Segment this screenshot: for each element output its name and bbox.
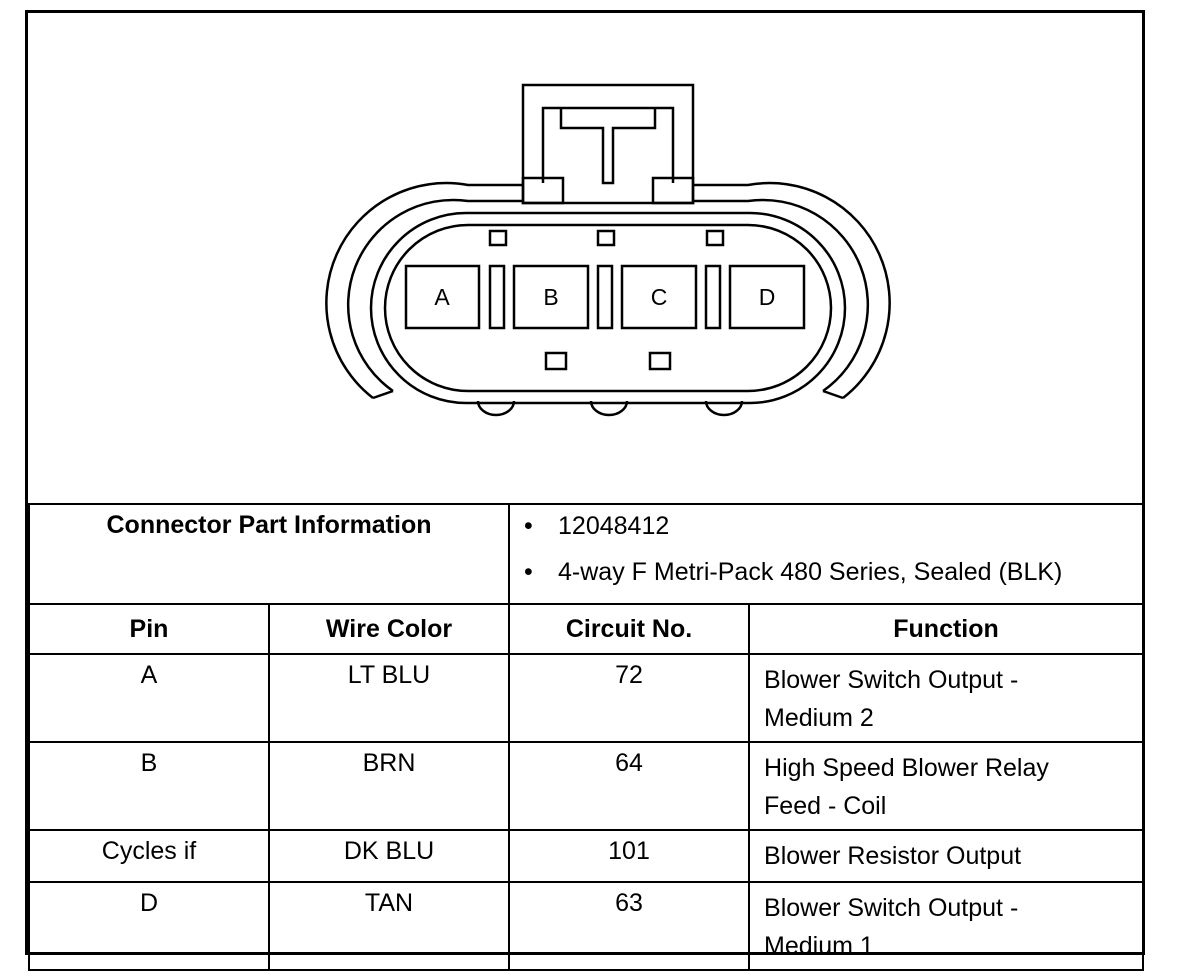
cell-wire-color: DK BLU xyxy=(267,829,511,883)
key-top-2 xyxy=(596,229,616,247)
bottom-bump-1 xyxy=(476,400,516,417)
bottom-bump-2 xyxy=(589,400,629,417)
cell-circuit: 64 xyxy=(508,741,751,831)
bottom-bump-3 xyxy=(704,400,744,417)
key-top-1 xyxy=(488,229,508,247)
connector-sheet: A B C D Connector Part Information • 1204… xyxy=(25,10,1145,971)
cavity-d xyxy=(728,264,806,330)
function-line: Medium 2 xyxy=(764,704,874,732)
function-line: Blower Switch Output - xyxy=(764,894,1019,922)
cavity-label-a: A xyxy=(434,284,450,310)
header-function: Function xyxy=(748,603,1145,655)
housing-flange-left xyxy=(325,181,523,399)
housing-body xyxy=(369,211,847,405)
latch-foot-left xyxy=(521,176,565,205)
table-row: B BRN 64 High Speed Blower Relay Feed - … xyxy=(28,741,1145,831)
function-line: Feed - Coil xyxy=(764,792,887,820)
header-pin: Pin xyxy=(28,603,270,655)
cell-circuit: 101 xyxy=(508,829,751,883)
latch-foot-right xyxy=(651,176,695,205)
table-row: A LT BLU 72 Blower Switch Output - Mediu… xyxy=(28,653,1145,743)
cavity-b xyxy=(512,264,590,330)
housing-flange-right xyxy=(693,181,891,399)
table-row: Cycles if DK BLU 101 Blower Resistor Out… xyxy=(28,829,1145,883)
separator-3 xyxy=(704,264,722,330)
latch-t-shape xyxy=(559,108,657,185)
part-info-label: Connector Part Information xyxy=(27,503,511,605)
bullet-icon: • xyxy=(524,512,533,540)
key-top-3 xyxy=(705,229,725,247)
part-description: 4-way F Metri-Pack 480 Series, Sealed (B… xyxy=(558,558,1063,586)
function-line: High Speed Blower Relay xyxy=(764,754,1049,782)
table-row: D TAN 63 Blower Switch Output - Medium 1 xyxy=(28,881,1145,971)
latch-tab xyxy=(541,106,675,183)
part-number: 12048412 xyxy=(558,512,670,540)
function-line: Medium 1 xyxy=(764,932,874,960)
key-bottom-2 xyxy=(648,351,672,371)
cell-wire-color: TAN xyxy=(267,881,511,971)
part-info-item: • 4-way F Metri-Pack 480 Series, Sealed (… xyxy=(524,557,1142,603)
part-info-list: • 12048412 • 4-way F Metri-Pack 480 Series… xyxy=(508,503,1145,605)
header-row: Pin Wire Color Circuit No. Function xyxy=(28,603,1145,655)
cell-function: Blower Switch Output - Medium 2 xyxy=(748,653,1145,743)
key-bottom-1 xyxy=(544,351,568,371)
cavity-label-b: B xyxy=(543,284,558,310)
cell-pin: D xyxy=(28,881,270,971)
latch-housing xyxy=(521,83,695,205)
separator-1 xyxy=(488,264,506,330)
cavity-label-c: C xyxy=(651,284,668,310)
cavity-a xyxy=(404,264,481,330)
separator-2 xyxy=(596,264,614,330)
cell-function: High Speed Blower Relay Feed - Coil xyxy=(748,741,1145,831)
function-line: Blower Resistor Output xyxy=(764,842,1022,870)
cell-circuit: 72 xyxy=(508,653,751,743)
cell-pin: A xyxy=(28,653,270,743)
cell-function: Blower Switch Output - Medium 1 xyxy=(748,881,1145,971)
housing-flange-left-inner xyxy=(346,198,523,393)
connector-diagram: A B C D xyxy=(325,83,891,417)
housing-flange-right-inner xyxy=(693,198,870,393)
cell-wire-color: BRN xyxy=(267,741,511,831)
housing-seal xyxy=(383,223,833,393)
cell-circuit: 63 xyxy=(508,881,751,971)
cavity-label-d: D xyxy=(759,284,776,310)
part-info-item: • 12048412 xyxy=(524,511,1142,557)
header-wire-color: Wire Color xyxy=(267,603,511,655)
header-circuit: Circuit No. xyxy=(508,603,751,655)
pinout-table: Connector Part Information • 12048412 • 4-… xyxy=(27,503,1145,971)
part-info-row: Connector Part Information • 12048412 • 4-… xyxy=(27,503,1145,605)
cavity-c xyxy=(620,264,698,330)
cell-pin: Cycles if xyxy=(28,829,270,883)
function-line: Blower Switch Output - xyxy=(764,666,1019,694)
cell-pin: B xyxy=(28,741,270,831)
cell-wire-color: LT BLU xyxy=(267,653,511,743)
cell-function: Blower Resistor Output xyxy=(748,829,1145,883)
bullet-icon: • xyxy=(524,558,533,586)
